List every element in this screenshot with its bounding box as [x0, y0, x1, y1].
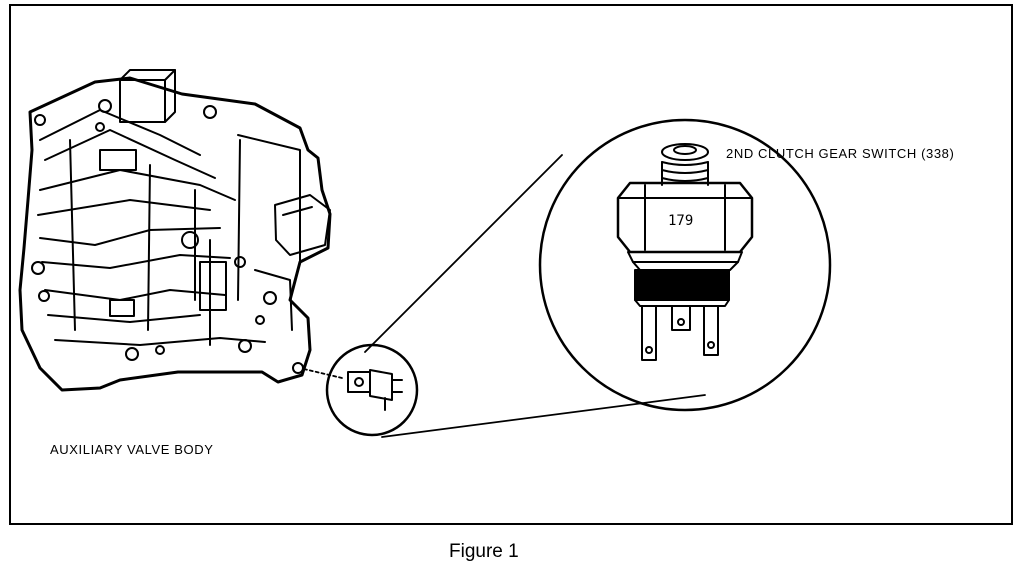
figure-frame: [9, 4, 1013, 525]
switch-label: 2ND CLUTCH GEAR SWITCH (338): [726, 146, 955, 161]
switch-marking: 179: [668, 213, 693, 229]
figure-caption: Figure 1: [449, 541, 519, 562]
auxiliary-valve-body-drawing: [18, 69, 332, 392]
valve-body-label: AUXILIARY VALVE BODY: [50, 442, 214, 457]
small-switch-circle: [325, 343, 419, 437]
magnified-switch-circle: [538, 118, 832, 412]
callout-lines: [303, 154, 706, 438]
